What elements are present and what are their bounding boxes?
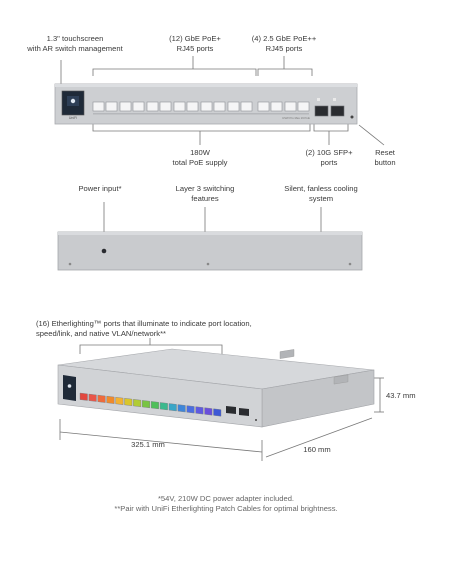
etherlighting-port xyxy=(168,403,177,412)
etherlighting-port xyxy=(106,395,115,404)
etherlighting-port xyxy=(124,398,133,406)
reset-button xyxy=(350,115,354,119)
poe-supply-label: 180W total PoE supply xyxy=(172,148,228,167)
etherlighting-port xyxy=(177,404,186,413)
front-gbe-ports xyxy=(92,101,253,112)
etherlighting-port xyxy=(97,394,106,403)
etherlighting-port xyxy=(150,401,159,410)
etherlighting-port xyxy=(79,392,88,401)
screen-logo: UniFi xyxy=(68,116,78,120)
etherlighting-port xyxy=(142,400,151,409)
gbe-poe-label: (12) GbE PoE+ RJ45 ports xyxy=(169,34,221,53)
etherlighting-port xyxy=(133,399,142,408)
depth-dimension: 160 mm xyxy=(303,445,331,454)
poe-plus-plus-label: (4) 2.5 GbE PoE++ RJ45 ports xyxy=(251,34,317,53)
width-dimension: 325.1 mm xyxy=(131,440,165,449)
sfp-label: (2) 10G SFP+ ports xyxy=(305,148,353,167)
power-input-label: Power input* xyxy=(78,184,122,193)
front-sfp-ports xyxy=(314,105,345,117)
etherlighting-label: (16) Etherlighting™ ports that illuminat… xyxy=(36,319,252,338)
etherlighting-port xyxy=(159,402,168,411)
angled-sfp-1 xyxy=(226,406,236,414)
rear-chassis xyxy=(57,231,363,271)
footnote-patch-cables: **Pair with UniFi Etherlighting Patch Ca… xyxy=(114,504,338,513)
silent-cooling-label: Silent, fanless cooling system xyxy=(284,184,358,203)
model-text: USW Pro Max 16 PoE xyxy=(282,116,310,120)
etherlighting-port xyxy=(195,406,204,415)
etherlighting-port xyxy=(213,408,222,417)
reset-label: Reset button xyxy=(374,148,396,167)
angled-sfp-2 xyxy=(239,408,249,416)
etherlighting-port xyxy=(115,396,124,405)
power-input-port xyxy=(101,248,107,254)
height-dimension: 43.7 mm xyxy=(386,391,416,400)
touchscreen-label: 1.3" touchscreen with AR switch manageme… xyxy=(27,34,123,53)
etherlighting-port xyxy=(186,405,195,414)
angled-touchscreen xyxy=(63,375,76,401)
etherlighting-port xyxy=(88,393,97,402)
front-poe-plus-plus-ports xyxy=(257,101,310,112)
footnote-power-adapter: *54V, 210W DC power adapter included. xyxy=(157,494,295,503)
layer3-label: Layer 3 switching features xyxy=(175,184,235,203)
etherlighting-port xyxy=(204,407,213,416)
